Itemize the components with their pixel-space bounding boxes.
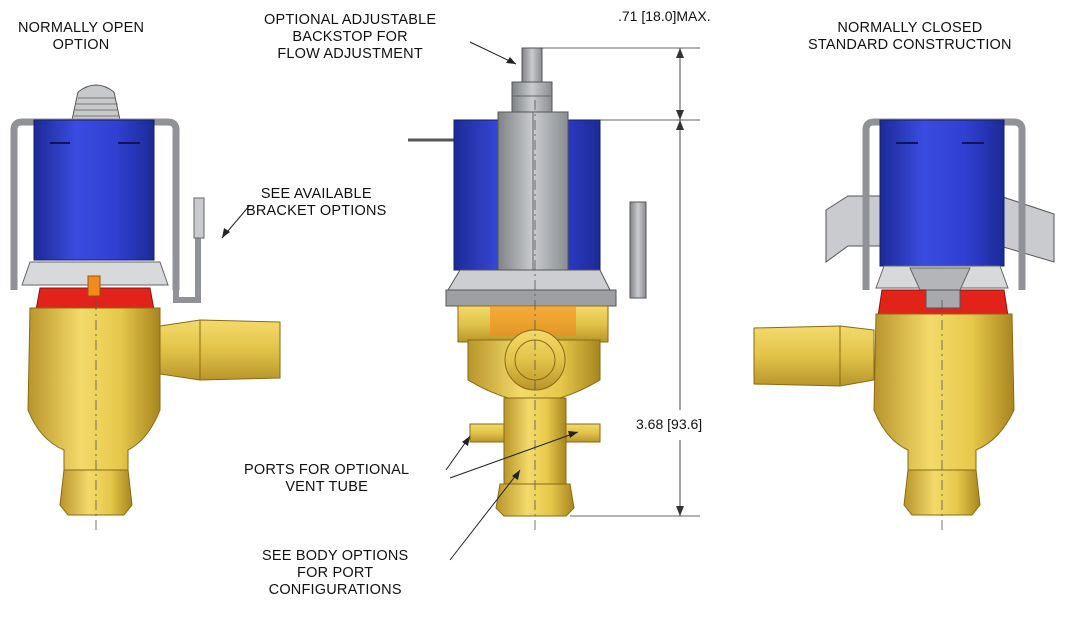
label-vent-tube: PORTS FOR OPTIONAL VENT TUBE [244, 462, 409, 496]
coil [879, 119, 1005, 267]
dimension-height: 3.68 [93.6] [636, 416, 703, 432]
valve-center [408, 47, 647, 530]
label-line: OPTIONAL ADJUSTABLE [264, 12, 437, 28]
spring-cap [71, 84, 121, 121]
label-line: PORTS FOR OPTIONAL [244, 462, 410, 478]
coil [33, 119, 155, 261]
brass-body [873, 313, 1015, 496]
valve-right-normally-closed [753, 118, 1055, 530]
label-line: OPTION [52, 37, 110, 53]
dimension-top: .71 [18.0]MAX. [618, 8, 711, 24]
label-normally-open: NORMALLY OPEN OPTION [18, 20, 144, 54]
label-normally-closed: NORMALLY CLOSED STANDARD CONSTRUCTION [808, 20, 1012, 54]
backstop-stud [511, 47, 553, 113]
label-line: VENT TUBE [285, 479, 368, 495]
label-body-options: SEE BODY OPTIONS FOR PORT CONFIGURATIONS [262, 548, 408, 599]
label-line: BRACKET OPTIONS [246, 203, 387, 219]
brass-body [27, 307, 161, 496]
label-line: FOR PORT [297, 565, 374, 581]
label-line: STANDARD CONSTRUCTION [808, 37, 1012, 53]
label-line: BACKSTOP FOR [292, 29, 408, 45]
label-line: SEE AVAILABLE [260, 186, 372, 202]
label-line: CONFIGURATIONS [268, 582, 402, 598]
label-backstop: OPTIONAL ADJUSTABLE BACKSTOP FOR FLOW AD… [264, 12, 436, 63]
valve-left-normally-open [10, 84, 281, 530]
label-line: NORMALLY CLOSED [837, 20, 983, 36]
label-bracket: SEE AVAILABLE BRACKET OPTIONS [246, 186, 387, 220]
dimension-lines [540, 47, 700, 517]
label-line: NORMALLY OPEN [18, 20, 145, 36]
label-line: SEE BODY OPTIONS [262, 548, 409, 564]
leader-lines [221, 41, 579, 561]
label-line: FLOW ADJUSTMENT [277, 46, 423, 62]
